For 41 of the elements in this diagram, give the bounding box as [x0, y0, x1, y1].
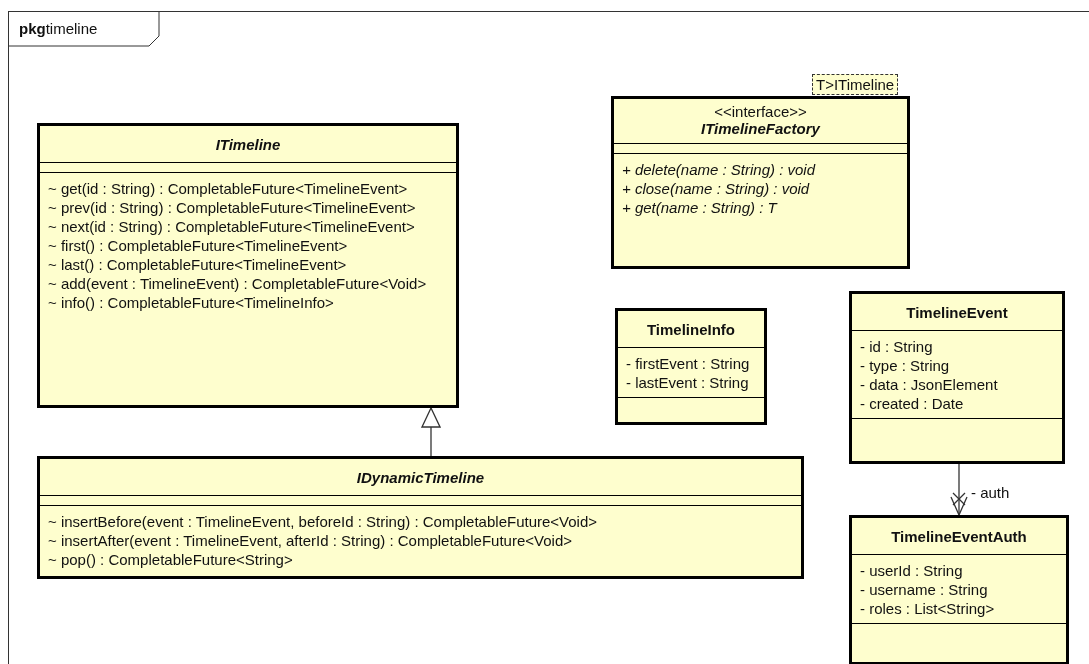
association-arrow [950, 463, 968, 516]
class-name: ITimeline [215, 136, 281, 153]
class-box [849, 515, 1069, 664]
operation-text: ~ next(id : String) : CompletableFuture<TimelineEvent> [48, 217, 416, 236]
attribute-text: - data : JsonElement [860, 375, 999, 394]
class-box [37, 123, 459, 408]
class-name: TimelineEvent [906, 304, 1008, 321]
attribute-text: - firstEvent : String [626, 354, 751, 373]
attribute-text: - userId : String [860, 561, 964, 580]
operation-text: + close(name : String) : void [622, 179, 811, 198]
operation-text: ~ insertAfter(event : TimelineEvent, afterId : String) : CompletableFuture<Void> [48, 531, 573, 550]
operation-text: ~ get(id : String) : CompletableFuture<TimelineEvent> [48, 179, 409, 198]
operation-text: + get(name : String) : T [622, 198, 779, 217]
operation-text: ~ info() : CompletableFuture<TimelineInfo> [48, 293, 335, 312]
class-box [615, 308, 767, 425]
attribute-text: - roles : List<String> [860, 599, 996, 618]
operation-text: ~ first() : CompletableFuture<TimelineEvent> [48, 236, 349, 255]
package-frame [8, 11, 1089, 664]
generalization-arrow [421, 407, 441, 457]
operation-text: + delete(name : String) : void [622, 160, 817, 179]
stereotype-label: <<interface>> [714, 103, 807, 120]
class-name: ITimelineFactory [701, 120, 820, 137]
template-parameter: T>ITimeline [812, 74, 899, 95]
operation-text: ~ insertBefore(event : TimelineEvent, beforeId : String) : CompletableFuture<Void> [48, 512, 599, 531]
attribute-text: - username : String [860, 580, 989, 599]
attribute-text: - created : Date [860, 394, 965, 413]
operation-text: ~ add(event : TimelineEvent) : CompletableFuture<Void> [48, 274, 428, 293]
edge-label: - auth [971, 484, 1010, 501]
class-name: TimelineInfo [646, 321, 736, 338]
class-name: TimelineEventAuth [891, 528, 1027, 545]
class-name: IDynamicTimeline [356, 469, 485, 486]
operation-text: ~ last() : CompletableFuture<TimelineEvent> [48, 255, 348, 274]
class-box [611, 96, 910, 269]
class-box [849, 291, 1065, 464]
class-box [37, 456, 804, 579]
operation-text: ~ pop() : CompletableFuture<String> [48, 550, 294, 569]
operation-text: ~ prev(id : String) : CompletableFuture<TimelineEvent> [48, 198, 417, 217]
attribute-text: - type : String [860, 356, 951, 375]
package-name: pkgtimeline [19, 20, 98, 37]
attribute-text: - lastEvent : String [626, 373, 750, 392]
attribute-text: - id : String [860, 337, 934, 356]
